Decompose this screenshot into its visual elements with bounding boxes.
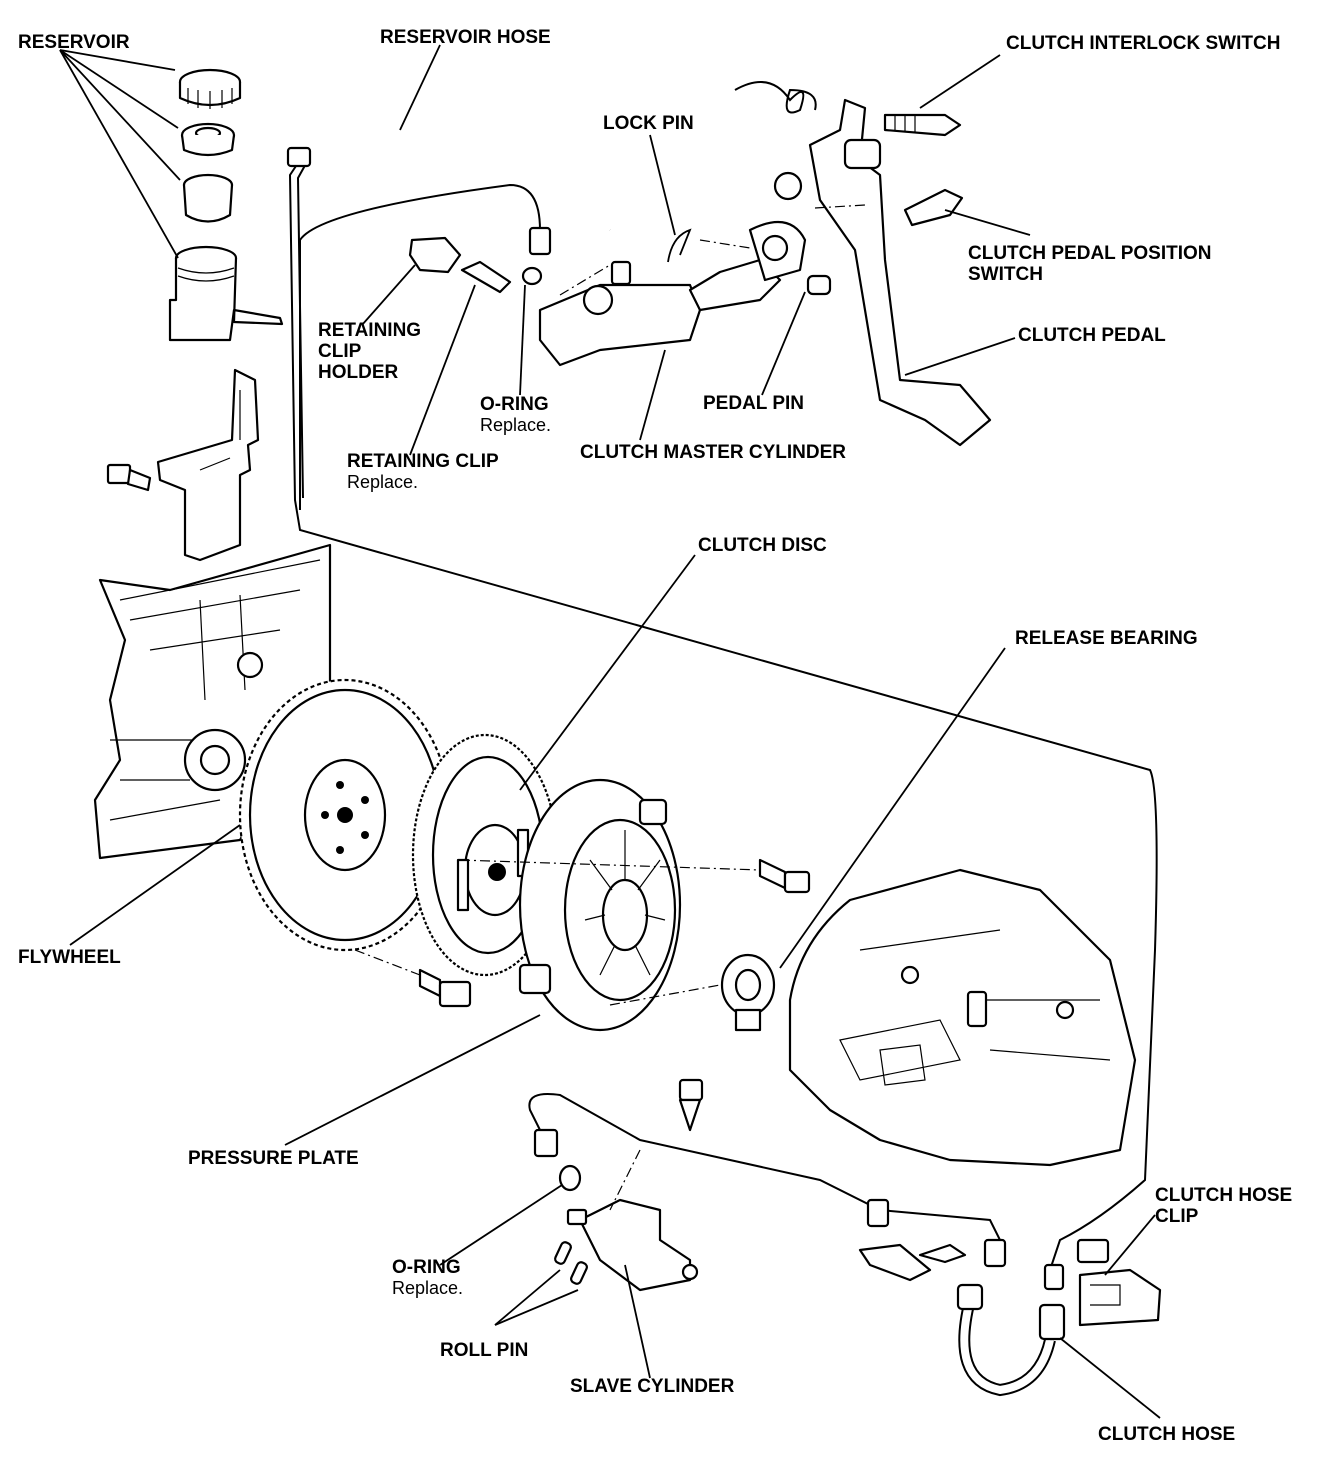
alignment-lines [354,204,866,1211]
slave-pipe [528,1093,1007,1268]
label-clutch-hose-clip-line2: CLIP [1155,1206,1199,1227]
pressure-plate-bolt [758,858,811,894]
label-slave-cylinder: SLAVE CYLINDER [570,1376,735,1397]
clutch-pedal-arm [808,98,992,447]
o-ring-upper [521,266,543,286]
flywheel [238,678,452,952]
slave-cylinder [566,1198,699,1292]
label-clutch-master-cylinder: CLUTCH MASTER CYLINDER [580,442,846,463]
o-ring-lower [558,1164,582,1192]
release-bearing [720,953,776,1032]
label-o-ring-lower-text: O-RING [392,1257,461,1278]
label-retaining-clip: RETAINING CLIP Replace. [347,451,499,492]
label-clutch-pedal-position-switch-line1: CLUTCH PEDAL POSITION [968,243,1212,264]
label-retaining-clip-note: Replace. [347,472,419,492]
bracket-bolt [106,463,152,492]
label-lock-pin: LOCK PIN [603,113,694,134]
pedal-spring [734,81,817,114]
label-clutch-hose: CLUTCH HOSE [1098,1424,1236,1445]
clutch-hose-clip [1076,1238,1162,1327]
leader-lines [59,44,1161,1419]
clutch-hose [956,1263,1066,1397]
pedal-bushing [773,171,803,201]
label-o-ring-upper-text: O-RING [480,394,549,415]
reservoir-body [168,245,284,342]
label-pedal-pin: PEDAL PIN [703,393,805,414]
clutch-disc [411,733,559,977]
label-clutch-pedal: CLUTCH PEDAL [1018,325,1166,346]
label-reservoir: RESERVOIR [18,32,130,53]
flywheel-bolt [418,968,472,1008]
label-retaining-clip-holder-line1: RETAINING [318,320,422,341]
label-clutch-pedal-position-switch-line2: SWITCH [968,264,1043,285]
label-clutch-hose-clip: CLUTCH HOSE CLIP [1155,1185,1292,1227]
master-feed-pipe [299,183,552,510]
label-clutch-pedal-position-switch: CLUTCH PEDAL POSITION SWITCH [968,243,1212,285]
hose-bracket [858,1198,967,1282]
reservoir-seal [180,122,236,157]
reservoir-bracket [156,368,260,562]
label-reservoir-hose: RESERVOIR HOSE [380,27,551,48]
transmission-case [788,868,1137,1167]
label-o-ring-upper-note: Replace. [480,415,552,435]
slave-bolt [678,1078,704,1132]
label-o-ring-lower-note: Replace. [392,1278,464,1298]
label-pressure-plate: PRESSURE PLATE [188,1148,359,1169]
clutch-master-cylinder [538,258,782,367]
reservoir-strainer [182,173,234,223]
label-roll-pin: ROLL PIN [440,1340,529,1361]
pressure-plate [518,778,682,1032]
retaining-clip-holder [408,236,462,274]
roll-pins [554,1241,588,1285]
lock-pin-part [667,228,692,263]
label-retaining-clip-holder-line2: CLIP [318,341,362,362]
label-o-ring-upper: O-RING Replace. [480,394,551,435]
label-retaining-clip-text: RETAINING CLIP [347,451,499,472]
clutch-pedal-position-switch [903,188,964,227]
label-o-ring-lower: O-RING Replace. [392,1257,463,1298]
label-release-bearing: RELEASE BEARING [1015,628,1198,649]
retaining-clip [460,260,512,294]
label-clutch-hose-clip-line1: CLUTCH HOSE [1155,1185,1293,1206]
label-clutch-interlock-switch: CLUTCH INTERLOCK SWITCH [1006,33,1281,54]
reservoir-hose [286,138,614,232]
pedal-pin-part [806,274,832,296]
label-clutch-disc: CLUTCH DISC [698,535,827,556]
clutch-interlock-switch [883,113,962,137]
label-flywheel: FLYWHEEL [18,947,121,968]
label-retaining-clip-holder: RETAINING CLIP HOLDER [318,320,421,383]
reservoir-cap [178,68,242,109]
master-pushrod-clevis [748,220,807,282]
label-retaining-clip-holder-line3: HOLDER [318,362,399,383]
